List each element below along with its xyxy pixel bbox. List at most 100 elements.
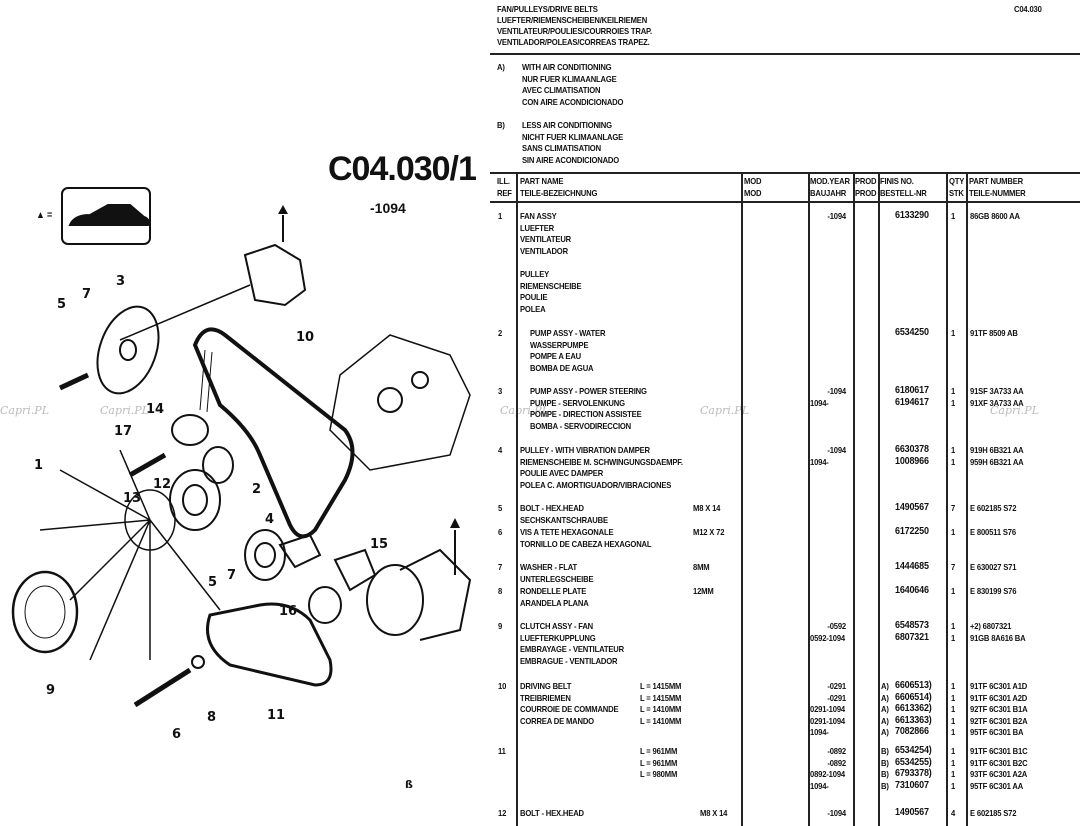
part-name: TREIBRIEMEN — [520, 692, 571, 703]
part-name: BOMBA DE AGUA — [530, 362, 594, 373]
vehicle-icon-frame — [61, 187, 151, 245]
part-name: FAN ASSY — [520, 211, 557, 221]
part-spec: M8 X 14 — [693, 503, 721, 513]
prod-code: A) — [881, 692, 889, 703]
part-name: WASSERPUMPE — [530, 339, 589, 350]
quantity: 1 — [951, 746, 956, 756]
finis-number: 7082866 — [895, 726, 929, 738]
callout-2: 2 — [252, 482, 262, 497]
part-number: 86GB 8600 AA — [970, 211, 1020, 221]
note-key: A) — [497, 62, 505, 72]
part-number: 91SF 3A733 AA — [970, 386, 1024, 396]
note-line: WITH AIR CONDITIONING — [522, 62, 612, 72]
mod-year: -0892 — [827, 746, 846, 756]
note-key: B) — [497, 120, 505, 130]
part-name: PUMPE - SERVOLENKUNG — [530, 397, 625, 408]
watermark: Capri.PL — [100, 404, 149, 417]
finis-number: 6534255) — [895, 756, 932, 768]
part-name: CLUTCH ASSY - FAN — [520, 621, 594, 631]
part-number: 93TF 6C301 A2A — [970, 769, 1028, 780]
part-spec: M12 X 72 — [693, 527, 725, 537]
finis-number: 1490567 — [895, 807, 929, 818]
finis-number: 1490567 — [895, 502, 929, 513]
part-spec: 12MM — [693, 586, 714, 596]
divider — [490, 53, 1080, 55]
belt-length: L = 980MM — [640, 769, 678, 780]
ill-ref: 1 — [498, 211, 503, 221]
callout-8: 8 — [207, 710, 217, 725]
car-icon — [68, 204, 150, 226]
belt-length: L = 1410MM — [640, 715, 682, 726]
note-line: SANS CLIMATISATION — [522, 143, 601, 153]
quantity: 4 — [951, 808, 956, 818]
note-line: NICHT FUER KLIMAANLAGE — [522, 131, 624, 142]
finis-number: 1444685 — [895, 561, 929, 572]
part-name: WASHER - FLAT — [520, 562, 578, 572]
part-number: 91XF 3A733 AA — [970, 397, 1024, 408]
part-name: UNTERLEGSCHEIBE — [520, 573, 594, 584]
heading-es: VENTILADOR/POLEAS/CORREAS TRAPEZ. — [497, 37, 650, 47]
callout-5: 5 — [57, 297, 67, 312]
note-line: AVEC CLIMATISATION — [522, 85, 601, 95]
callout-11: 11 — [267, 708, 286, 723]
belt-length: L = 961MM — [640, 757, 678, 768]
finis-number: 6534250 — [895, 327, 929, 338]
ill-ref: 4 — [498, 445, 503, 455]
col-name: PART NAME TEILE-BEZEICHNUNG — [520, 176, 598, 198]
callout-9: 9 — [46, 683, 56, 698]
watermark: Capri.PL — [500, 404, 549, 417]
quantity: 1 — [951, 727, 956, 738]
mod-year: -0592 — [827, 621, 846, 631]
divider — [490, 172, 1080, 174]
mod-year: -0291 — [827, 681, 846, 691]
belt-length: L = 1410MM — [640, 704, 682, 715]
part-number: 91TF 8509 AB — [970, 328, 1018, 338]
column-divider — [741, 172, 743, 826]
part-name: LUEFTERKUPPLUNG — [520, 632, 596, 643]
part-name: COURROIE DE COMMANDE — [520, 704, 619, 715]
quantity: 1 — [951, 397, 956, 408]
column-divider — [853, 172, 855, 826]
mod-year: 1094- — [810, 780, 829, 791]
ill-ref: 9 — [498, 621, 503, 631]
part-name: SECHSKANTSCHRAUBE — [520, 514, 608, 525]
callout-4: 4 — [265, 512, 275, 527]
prod-code: B) — [881, 757, 889, 768]
col-mod: MOD MOD — [744, 176, 762, 198]
col-part: PART NUMBER TEILE-NUMMER — [969, 176, 1026, 198]
part-number: E 830199 S76 — [970, 586, 1017, 596]
part-name: PUMP ASSY - POWER STEERING — [530, 386, 647, 396]
callout-1: 1 — [34, 458, 44, 473]
prod-code: A) — [881, 715, 889, 726]
part-number: E 602185 S72 — [970, 503, 1017, 513]
col-finis: FINIS NO. BESTELL-NR — [880, 176, 927, 198]
quantity: 1 — [951, 757, 956, 768]
finis-number: 6606514) — [895, 691, 932, 703]
ill-ref: 5 — [498, 503, 503, 513]
ill-ref: 6 — [498, 527, 503, 537]
prod-code: B) — [881, 780, 889, 791]
part-number: 919H 6B321 AA — [970, 445, 1024, 455]
mod-year: 1094- — [810, 456, 829, 467]
part-name: VENTILADOR — [520, 245, 568, 256]
part-number: E 602185 S72 — [970, 808, 1017, 818]
mod-year: -1094 — [827, 386, 846, 396]
finis-number: 1640646 — [895, 585, 929, 596]
ill-ref: 3 — [498, 386, 503, 396]
belt-length: L = 961MM — [640, 746, 678, 756]
finis-number: 1008966 — [895, 455, 929, 467]
callout-7: 7 — [82, 287, 92, 302]
quantity: 1 — [951, 527, 956, 537]
column-divider — [946, 172, 948, 826]
mod-year: 0892-1094 — [810, 769, 845, 780]
part-name: VENTILATEUR — [520, 234, 572, 245]
mod-year: -1094 — [827, 445, 846, 455]
finis-number: 6133290 — [895, 210, 929, 221]
ill-ref: 8 — [498, 586, 503, 596]
callout-16: 16 — [279, 604, 298, 619]
part-name: PULLEY — [520, 269, 550, 279]
part-number: 91TF 6C301 B2C — [970, 757, 1028, 768]
finis-number: 6194617 — [895, 396, 929, 408]
part-name: POULIE AVEC DAMPER — [520, 468, 604, 479]
callout-12: 12 — [153, 477, 172, 492]
